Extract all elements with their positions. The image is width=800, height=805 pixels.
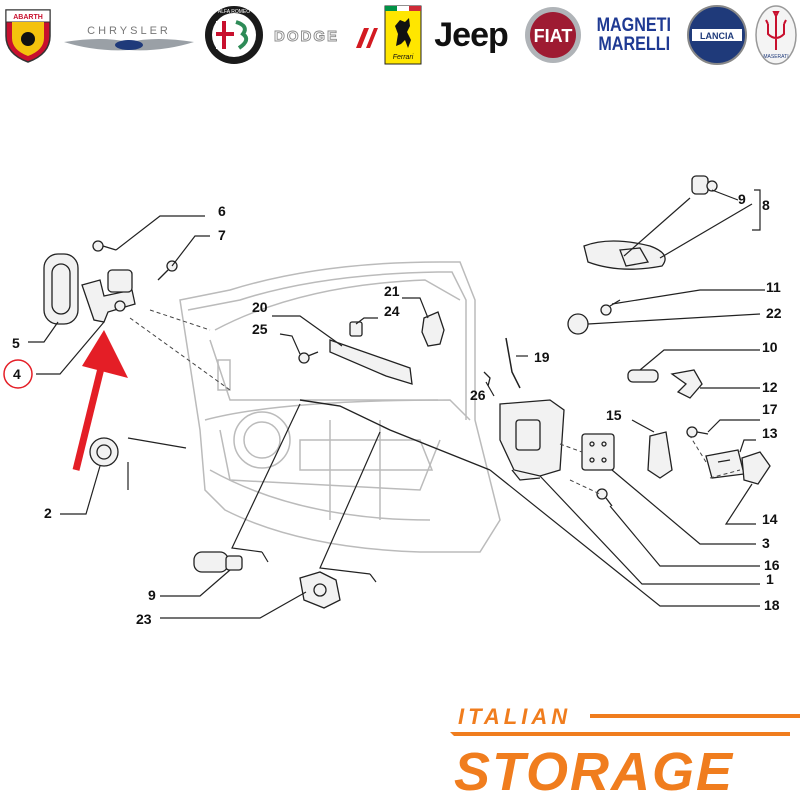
alfa-romeo-badge-icon: ALFA ROMEO (205, 6, 263, 64)
part-22-cap (567, 313, 589, 335)
part-9-cylinder-bottom (193, 551, 243, 573)
chrysler-wings-icon: CHRYSLER (64, 25, 194, 51)
part-18-rod (299, 399, 491, 471)
callout-10: 10 (762, 339, 778, 355)
callout-15: 15 (606, 407, 622, 423)
dodge-text: DODGE (274, 28, 339, 45)
jeep-text: Jeep (434, 15, 508, 54)
callout-23: 23 (136, 611, 152, 627)
callout-21: 21 (384, 283, 400, 299)
ferrari-text: Ferrari (393, 54, 414, 61)
ferrari-prancing-horse-icon: Ferrari (384, 5, 422, 65)
callout-labels: 1 2 3 4 5 6 7 8 9 9 10 11 12 13 14 15 16… (12, 191, 782, 627)
part-17-screw (686, 426, 709, 438)
callout-24: 24 (384, 303, 400, 319)
part-4-hinge (81, 269, 136, 323)
callout-2: 2 (44, 505, 52, 521)
part-1-lock (499, 399, 565, 481)
red-arrow-icon (72, 330, 128, 471)
callout-3: 3 (762, 535, 770, 551)
part-9-cylinder-top (691, 175, 718, 195)
callout-11: 11 (766, 279, 781, 295)
fiat-badge-icon: FIAT (525, 7, 581, 63)
door-outline-drawing (179, 261, 501, 553)
part-2-grommet (89, 437, 119, 467)
highlight-circle (3, 359, 33, 389)
lancia-badge-icon: LANCIA (687, 5, 747, 65)
lancia-text: LANCIA (700, 31, 734, 41)
abarth-shield-icon: ABARTH (5, 9, 51, 63)
alfa-romeo-logo: ALFA ROMEO (203, 6, 265, 64)
part-6-bolt (92, 240, 117, 252)
abarth-logo: ABARTH (2, 6, 54, 64)
part-10-pin (627, 369, 659, 383)
callout-7: 7 (218, 227, 226, 243)
dodge-logo: DODGE (272, 6, 378, 64)
lancia-logo: LANCIA (686, 5, 748, 65)
callout-19: 19 (534, 349, 550, 365)
dodge-stripes-icon: DODGE (274, 28, 378, 48)
brand-logo-bar: ABARTH CHRYSLER ALFA ROMEO DODGE (0, 0, 800, 72)
part-14-shim (741, 451, 771, 485)
callout-25: 25 (252, 321, 268, 337)
part-24-clip (349, 321, 363, 337)
marelli-text: MARELLI (598, 34, 670, 55)
callout-14: 14 (762, 511, 778, 527)
part-16-screw (596, 488, 613, 507)
magneti-marelli-logo: MAGNETI MARELLI (588, 6, 680, 64)
callout-16: 16 (764, 557, 780, 573)
callout-5: 5 (12, 335, 20, 351)
part-11-screw (600, 299, 621, 316)
footer-storage-text: STORAGE (454, 742, 734, 800)
callout-20: 20 (252, 299, 268, 315)
callout-13: 13 (762, 425, 778, 441)
callout-17: 17 (762, 401, 778, 417)
part-5-seal (43, 253, 79, 325)
callout-6: 6 (218, 203, 226, 219)
chrysler-logo: CHRYSLER (62, 6, 196, 64)
callout-22: 22 (766, 305, 782, 321)
jeep-logo: Jeep (428, 6, 514, 64)
callout-26: 26 (470, 387, 486, 403)
part-19-rod (505, 337, 521, 389)
part-25-screw (298, 351, 319, 364)
callout-8: 8 (762, 197, 770, 213)
part-26-clip (483, 371, 491, 387)
alfa-romeo-text: ALFA ROMEO (218, 9, 250, 15)
abarth-text: ABARTH (13, 14, 43, 21)
callout-12: 12 (762, 379, 778, 395)
maserati-text: MASERATI (763, 54, 788, 60)
fiat-logo: FIAT (524, 6, 582, 64)
assembly-dashed-lines (129, 309, 741, 495)
part-12-clip (670, 369, 703, 399)
part-20-rod-bracket (329, 339, 413, 385)
footer-italian-text: ITALIAN (458, 704, 571, 729)
fiat-text: FIAT (534, 26, 573, 46)
ferrari-logo: Ferrari (383, 5, 423, 65)
callout-9-top: 9 (738, 191, 746, 207)
part-3-striker-plate (581, 433, 615, 471)
callout-18: 18 (764, 597, 780, 613)
italian-storage-logo: ITALIAN STORAGE (440, 700, 800, 802)
maserati-logo: MASERATI (754, 5, 798, 65)
callout-9-bottom: 9 (148, 587, 156, 603)
leader-lines (28, 189, 765, 619)
maserati-trident-icon: MASERATI (755, 5, 797, 65)
italian-storage-wordmark-icon: ITALIAN STORAGE (450, 704, 800, 802)
chrysler-text: CHRYSLER (87, 25, 171, 37)
magneti-text: MAGNETI (596, 15, 672, 36)
part-21-bracket (421, 311, 445, 347)
part-15-plate (647, 431, 673, 479)
callout-4: 4 (13, 366, 21, 382)
callout-1: 1 (766, 571, 774, 587)
part-23-clip (299, 571, 341, 609)
